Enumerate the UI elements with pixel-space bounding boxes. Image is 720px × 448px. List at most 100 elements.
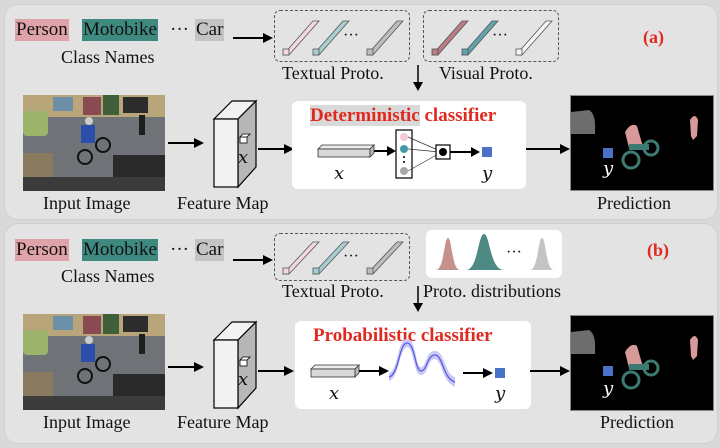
distribution-ellipsis: ··· — [506, 244, 522, 261]
class-ellipsis: ··· — [170, 239, 189, 260]
probabilistic-classifier-box: Probabilistic classifier x y — [295, 321, 531, 409]
arrow-protos-to-classifier — [413, 286, 423, 312]
textual-proto-box: ··· — [274, 10, 410, 62]
distribution-car — [530, 238, 554, 270]
classifier-network — [317, 129, 492, 179]
prediction-y-square — [603, 366, 613, 376]
prediction-var-y: y — [603, 378, 614, 399]
arrow-classnames-to-textual — [233, 255, 273, 265]
class-names-label: Class Names — [61, 47, 155, 67]
arrow-protos-to-classifier — [413, 65, 423, 91]
textual-proto-label: Textual Proto. — [282, 281, 384, 301]
arrow-feature-to-classifier — [258, 144, 294, 154]
input-image-label: Input Image — [43, 193, 131, 213]
seg-car — [571, 330, 596, 354]
feature-map-label: Feature Map — [177, 193, 269, 213]
visual-proto-bar-motobike — [461, 20, 499, 56]
panel-deterministic: Person Motobike ··· Car Class Names ··· … — [4, 4, 718, 220]
proto-bar-car — [366, 20, 404, 56]
classifier-title-suffix: classifier — [419, 105, 497, 126]
arrow-classnames-to-textual — [233, 33, 273, 43]
textual-proto-bars — [282, 241, 404, 275]
textual-proto-box: ··· — [274, 233, 410, 281]
class-tag-car: Car — [195, 19, 225, 41]
seg-person — [690, 336, 698, 360]
proto-bar-car — [366, 241, 404, 275]
prediction-mask: y — [570, 95, 714, 191]
distribution-curves — [436, 234, 554, 270]
seg-rider — [625, 124, 643, 148]
class-tag-car: Car — [195, 239, 225, 261]
input-image — [23, 314, 165, 410]
classifier-var-x: x — [329, 383, 340, 404]
proto-bar-motobike — [312, 20, 350, 56]
classifier-title: Probabilistic classifier — [313, 325, 493, 346]
prototype-layer — [395, 129, 413, 179]
prediction-mask: y — [570, 315, 714, 411]
proto-bar-person — [282, 20, 320, 56]
class-tag-motobike: Motobike — [82, 19, 158, 41]
textual-proto-ellipsis: ··· — [343, 27, 359, 44]
prediction-label: Prediction — [600, 412, 674, 432]
visual-proto-label: Visual Proto. — [439, 63, 533, 83]
seg-motobike-wheel1 — [621, 370, 641, 390]
visual-proto-box: ··· — [423, 10, 559, 62]
node-person — [400, 133, 408, 141]
classifier-network — [310, 339, 505, 387]
textual-proto-label: Textual Proto. — [282, 63, 384, 83]
prediction-label: Prediction — [597, 193, 671, 213]
input-image-label: Input Image — [43, 412, 131, 432]
classifier-var-x: x — [334, 163, 345, 184]
panel-tag-a: (a) — [643, 27, 664, 47]
visual-proto-bar-person — [431, 20, 469, 56]
proto-bar-motobike — [312, 241, 350, 275]
input-image — [23, 95, 165, 191]
node-motobike — [400, 145, 408, 153]
seg-motobike-wheel1 — [621, 150, 641, 170]
feature-var-x: x — [238, 147, 249, 168]
class-ellipsis: ··· — [170, 19, 189, 40]
feature-map-icon — [212, 320, 258, 410]
textual-proto-ellipsis: ··· — [343, 248, 359, 265]
prediction-var-y: y — [603, 158, 614, 179]
output-y-square — [495, 368, 505, 378]
mean-curve — [388, 342, 456, 383]
seg-car — [571, 110, 596, 134]
output-y-square — [482, 147, 492, 157]
distribution-person — [436, 238, 460, 270]
arrow-image-to-feature — [168, 138, 204, 148]
classifier-var-y: y — [482, 163, 493, 184]
arrow-classifier-to-prediction — [526, 144, 570, 154]
class-tag-motobike: Motobike — [82, 239, 158, 261]
seg-person — [690, 116, 698, 140]
class-tag-person: Person — [15, 19, 69, 41]
seg-rider — [625, 344, 643, 368]
feature-vector-x — [310, 364, 360, 378]
node-car — [400, 167, 408, 175]
feature-vector-x — [317, 144, 375, 158]
classifier-title: Deterministic classifier — [310, 105, 496, 127]
segmentation-shapes — [571, 330, 698, 390]
prediction-y-square — [603, 148, 613, 158]
deterministic-classifier-box: Deterministic classifier x — [292, 101, 526, 189]
distribution-motobike — [466, 234, 504, 270]
proto-distributions-label: Proto. distributions — [423, 281, 562, 301]
feature-var-x: x — [238, 369, 249, 390]
arrow-image-to-feature — [168, 362, 204, 372]
class-names-label: Class Names — [61, 266, 155, 286]
visual-proto-ellipsis: ··· — [492, 27, 508, 44]
classifier-var-y: y — [495, 383, 506, 404]
classifier-title-deterministic: Deterministic — [310, 105, 420, 126]
panel-probabilistic: Person Motobike ··· Car Class Names ··· … — [4, 223, 718, 444]
feature-map-icon — [212, 99, 258, 189]
panel-tag-b: (b) — [647, 240, 669, 260]
visual-proto-bars — [431, 20, 553, 56]
textual-proto-bars — [282, 20, 404, 56]
feature-map-label: Feature Map — [177, 412, 269, 432]
visual-proto-bar-car — [515, 20, 553, 56]
class-tag-person: Person — [15, 239, 69, 261]
segmentation-shapes — [571, 110, 698, 170]
proto-distributions-box: ··· — [426, 230, 562, 278]
proto-bar-person — [282, 241, 320, 275]
arrow-classifier-to-prediction — [530, 366, 570, 376]
